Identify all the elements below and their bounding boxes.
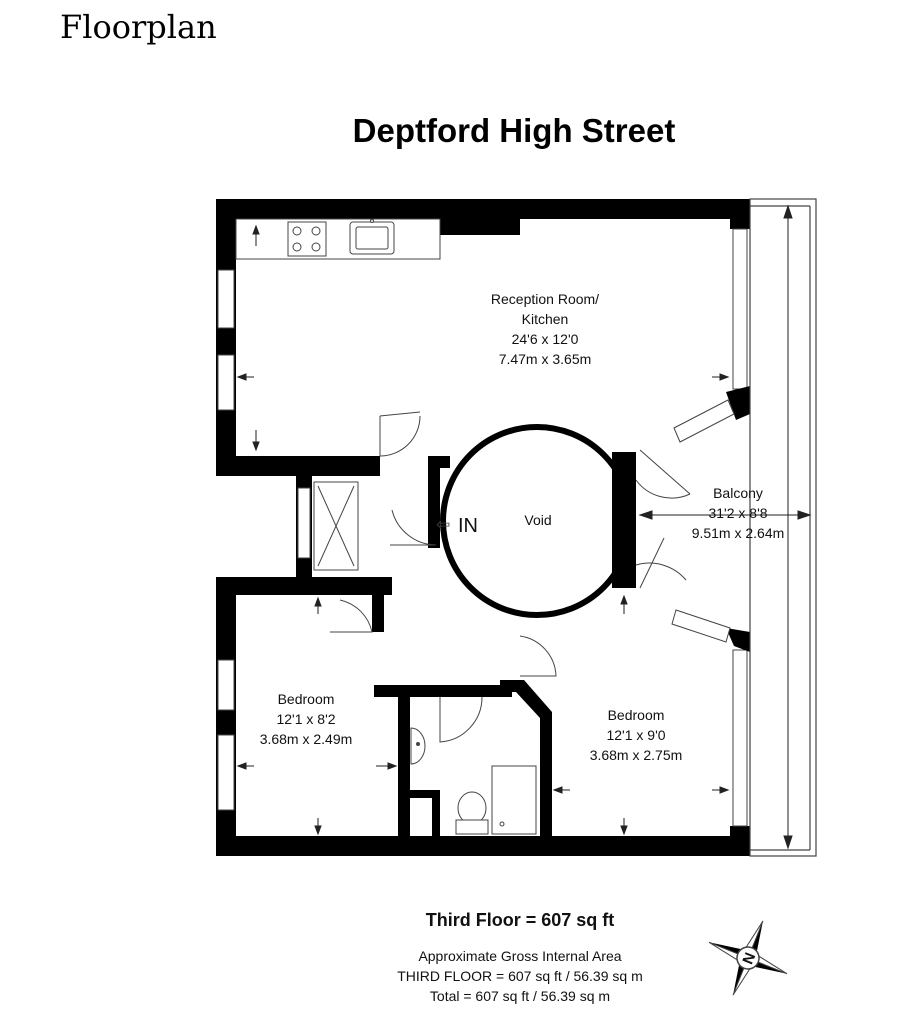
entrance-marker: ⇦ IN <box>436 515 478 537</box>
void-circle <box>440 424 634 618</box>
kitchen-counter <box>235 218 441 260</box>
area-summary: Approximate Gross Internal Area THIRD FL… <box>300 946 740 1006</box>
interior-walls <box>368 456 552 836</box>
bedroom-left-name: Bedroom <box>278 691 335 707</box>
bedroom-right-name: Bedroom <box>608 707 665 723</box>
entrance-label: IN <box>458 515 478 537</box>
bedroom-right-imperial: 12'1 x 9'0 <box>606 727 665 743</box>
bedroom-left-imperial: 12'1 x 8'2 <box>276 711 335 727</box>
total-area: Total = 607 sq ft / 56.39 sq m <box>429 988 611 1004</box>
compass-icon <box>708 920 788 996</box>
room-bedroom-left-label: Bedroom 12'1 x 8'2 3.68m x 2.49m <box>260 691 353 747</box>
bathroom-fixtures <box>410 727 537 835</box>
reception-name-line1: Reception Room/ <box>491 291 599 307</box>
page-heading: Floorplan <box>60 8 217 46</box>
balcony-outline <box>749 198 817 857</box>
plan-title: Deptford High Street <box>352 112 676 149</box>
reception-name-line2: Kitchen <box>522 311 569 327</box>
balcony-name: Balcony <box>713 485 763 501</box>
windows-left <box>217 269 311 811</box>
entrance-arrow-icon: ⇦ <box>436 515 450 535</box>
third-floor-area: THIRD FLOOR = 607 sq ft / 56.39 sq m <box>397 968 643 984</box>
cupboard <box>313 481 359 571</box>
balcony-imperial: 31'2 x 8'8 <box>708 505 767 521</box>
bedroom-right-metric: 3.68m x 2.75m <box>590 747 683 763</box>
windows-right <box>732 228 748 827</box>
reception-imperial: 24'6 x 12'0 <box>512 331 579 347</box>
right-wall-posts <box>612 386 750 652</box>
balcony-dimension <box>638 204 812 850</box>
door-swings <box>330 411 691 743</box>
room-bedroom-right-label: Bedroom 12'1 x 9'0 3.68m x 2.75m <box>590 707 683 763</box>
bay-windows <box>671 399 735 643</box>
reception-metric: 7.47m x 3.65m <box>499 351 592 367</box>
bedroom-left-metric: 3.68m x 2.49m <box>260 731 353 747</box>
gross-area-label: Approximate Gross Internal Area <box>418 948 622 964</box>
balcony-metric: 9.51m x 2.64m <box>692 525 785 541</box>
room-reception-label: Reception Room/ Kitchen 24'6 x 12'0 7.47… <box>491 291 599 367</box>
void-label: Void <box>524 512 551 528</box>
room-balcony-label: Balcony 31'2 x 8'8 9.51m x 2.64m <box>692 485 785 541</box>
floor-total: Third Floor = 607 sq ft <box>425 910 615 930</box>
room-dimension-arrows <box>236 224 730 836</box>
